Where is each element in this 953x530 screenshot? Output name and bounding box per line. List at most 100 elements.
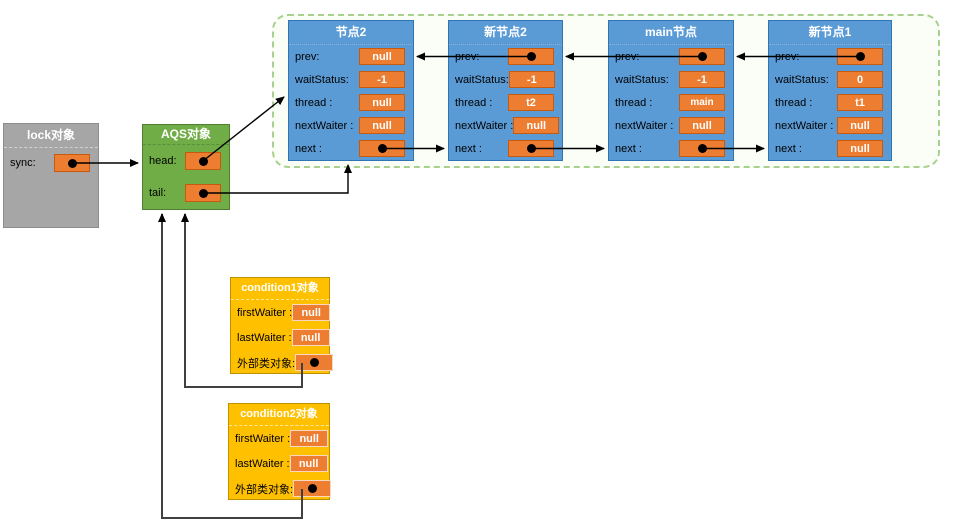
field-label: thread : xyxy=(455,96,493,109)
node-field-row: waitStatus: -1 xyxy=(609,68,733,91)
field-label: prev: xyxy=(615,50,640,63)
field-label: nextWaiter : xyxy=(295,119,354,132)
field-label: next : xyxy=(455,142,482,155)
condition-field-row: 外部类对象: xyxy=(231,350,334,375)
pointer-cell xyxy=(359,140,405,157)
pointer-cell xyxy=(185,184,221,202)
condition-box-title: condition1对象 xyxy=(231,278,329,300)
value-cell: null xyxy=(289,455,328,472)
aqs-field-row: tail: xyxy=(143,177,229,209)
condition-field-row: firstWaiter : null xyxy=(231,300,331,325)
node-field-row: next : null xyxy=(769,137,891,160)
queue-node-box: main节点 prev: waitStatus: -1 thread : mai… xyxy=(608,20,734,161)
field-label: nextWaiter : xyxy=(775,119,834,132)
condition1-object-box: condition1对象 firstWaiter : null lastWait… xyxy=(230,277,334,375)
value-cell: -1 xyxy=(679,71,725,88)
field-label: lastWaiter : xyxy=(235,457,290,470)
field-label: 外部类对象: xyxy=(235,483,294,496)
field-label: next : xyxy=(295,142,322,155)
node-field-row: next : xyxy=(289,137,413,160)
value-cell: -1 xyxy=(508,71,555,88)
field-label: next : xyxy=(615,142,642,155)
value-cell: null xyxy=(837,140,883,157)
value-cell: t1 xyxy=(837,94,883,111)
node-field-row: nextWaiter : null xyxy=(769,114,891,137)
node-field-row: prev: xyxy=(769,45,891,68)
pointer-cell xyxy=(295,354,334,371)
node-title: 新节点2 xyxy=(449,21,562,45)
value-cell: -1 xyxy=(359,71,405,88)
node-field-row: nextWaiter : null xyxy=(289,114,413,137)
condition-field-row: firstWaiter : null xyxy=(229,426,329,451)
node-field-row: waitStatus: -1 xyxy=(289,68,413,91)
node-field-row: nextWaiter : null xyxy=(609,114,733,137)
field-label: prev: xyxy=(295,50,320,63)
condition-field-row: 外部类对象: xyxy=(229,476,332,501)
field-label: tail: xyxy=(149,187,167,199)
value-cell: main xyxy=(679,94,725,111)
field-label: nextWaiter : xyxy=(615,119,674,132)
node-field-row: thread : t1 xyxy=(769,91,891,114)
node-field-row: waitStatus: -1 xyxy=(449,68,562,91)
value-cell: null xyxy=(359,94,405,111)
node-field-row: next : xyxy=(609,137,733,160)
field-label: thread : xyxy=(775,96,813,109)
value-cell: t2 xyxy=(508,94,554,111)
value-cell: null xyxy=(837,117,883,134)
node-title: main节点 xyxy=(609,21,733,45)
value-cell: null xyxy=(359,117,405,134)
node-field-row: waitStatus: 0 xyxy=(769,68,891,91)
field-label: firstWaiter : xyxy=(237,306,293,319)
condition-field-row: lastWaiter : null xyxy=(229,451,329,476)
node-field-row: prev: xyxy=(449,45,562,68)
field-label: thread : xyxy=(615,96,653,109)
node-field-row: thread : null xyxy=(289,91,413,114)
pointer-cell xyxy=(508,140,554,157)
pointer-cell xyxy=(679,48,725,65)
value-cell: null xyxy=(679,117,725,134)
queue-node-box: 节点2 prev: null waitStatus: -1 thread : n… xyxy=(288,20,414,161)
field-label: nextWaiter : xyxy=(455,119,514,132)
field-label: waitStatus: xyxy=(615,73,669,86)
pointer-cell xyxy=(293,480,332,497)
node-field-row: nextWaiter : null xyxy=(449,114,562,137)
node-field-row: thread : main xyxy=(609,91,733,114)
field-label: 外部类对象: xyxy=(237,357,296,370)
condition-box-title: condition2对象 xyxy=(229,404,329,426)
pointer-cell xyxy=(679,140,725,157)
node-field-row: prev: null xyxy=(289,45,413,68)
queue-node-box: 新节点1 prev: waitStatus: 0 thread : t1 nex… xyxy=(768,20,892,161)
field-label: waitStatus: xyxy=(775,73,829,86)
field-label: sync: xyxy=(10,157,36,169)
pointer-cell xyxy=(508,48,554,65)
node-title: 新节点1 xyxy=(769,21,891,45)
value-cell: null xyxy=(291,329,330,346)
field-label: waitStatus: xyxy=(295,73,349,86)
aqs-box-title: AQS对象 xyxy=(143,125,229,145)
node-field-row: thread : t2 xyxy=(449,91,562,114)
condition-field-row: lastWaiter : null xyxy=(231,325,330,350)
field-label: waitStatus: xyxy=(455,73,509,86)
value-cell: 0 xyxy=(837,71,883,88)
field-label: firstWaiter : xyxy=(235,432,291,445)
value-cell: null xyxy=(359,48,405,65)
node-field-row: next : xyxy=(449,137,562,160)
field-label: next : xyxy=(775,142,802,155)
lock-object-box: lock对象 sync: xyxy=(3,123,99,228)
lock-box-title: lock对象 xyxy=(4,124,98,148)
node-title: 节点2 xyxy=(289,21,413,45)
pointer-cell xyxy=(185,152,221,170)
pointer-cell xyxy=(54,154,90,172)
value-cell: null xyxy=(513,117,560,134)
pointer-cell xyxy=(837,48,883,65)
value-cell: null xyxy=(292,304,331,321)
field-label: thread : xyxy=(295,96,333,109)
field-label: prev: xyxy=(775,50,800,63)
queue-node-box: 新节点2 prev: waitStatus: -1 thread : t2 ne… xyxy=(448,20,563,161)
field-label: lastWaiter : xyxy=(237,331,292,344)
node-field-row: prev: xyxy=(609,45,733,68)
aqs-object-box: AQS对象 head: tail: xyxy=(142,124,230,210)
lock-field-row: sync: xyxy=(4,148,98,178)
condition2-object-box: condition2对象 firstWaiter : null lastWait… xyxy=(228,403,332,501)
aqs-field-row: head: xyxy=(143,145,229,177)
